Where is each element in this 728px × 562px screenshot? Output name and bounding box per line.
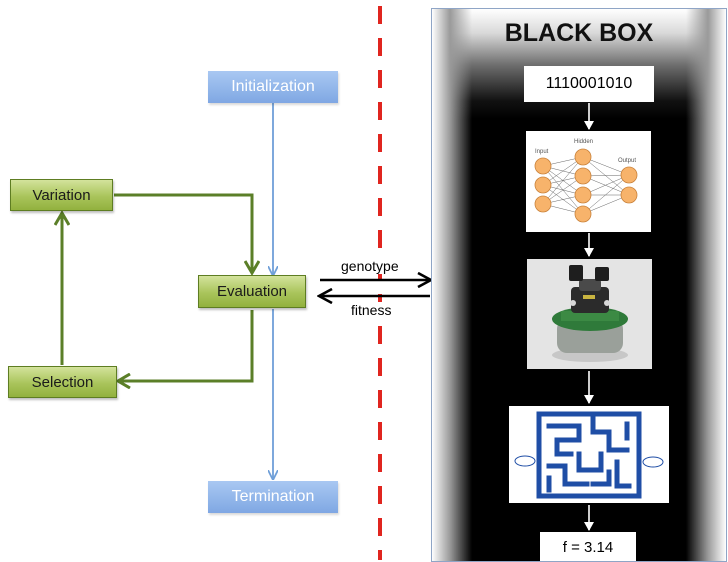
maze-drawing — [514, 411, 664, 499]
genotype-code-box: 1110001010 — [524, 66, 654, 102]
termination-box: Termination — [208, 481, 338, 513]
black-box-right-shading — [686, 9, 726, 561]
neural-network-drawing: Input Hidden Output — [534, 139, 638, 223]
nn-label-input: Input — [535, 149, 549, 155]
variation-label: Variation — [32, 186, 91, 204]
robot-photo — [527, 259, 652, 369]
evaluation-label: Evaluation — [216, 283, 288, 300]
robot-drawing — [527, 259, 652, 369]
black-box-title: BLACK BOX — [504, 19, 654, 47]
neural-network-image: Input Hidden Output — [526, 131, 651, 232]
eval-to-selection-arrow — [119, 310, 254, 381]
termination-label: Termination — [231, 488, 315, 505]
initialization-label: Initialization — [231, 78, 315, 95]
fitness-output-text: f = 3.14 — [562, 539, 614, 556]
fitness-label: fitness — [350, 302, 393, 318]
nn-label-output: Output — [618, 158, 636, 164]
evaluation-box: Evaluation — [198, 275, 306, 308]
variation-box: Variation — [10, 179, 113, 211]
selection-box: Selection — [8, 366, 117, 398]
nn-label-hidden: Hidden — [574, 139, 593, 145]
variation-to-eval-arrow — [114, 193, 252, 272]
genotype-code-text: 1110001010 — [545, 75, 633, 92]
initialization-box: Initialization — [208, 71, 338, 103]
selection-label: Selection — [31, 373, 94, 391]
fitness-output-box: f = 3.14 — [540, 532, 636, 561]
genotype-label: genotype — [340, 258, 400, 274]
maze-image — [509, 406, 669, 503]
black-box-flow-arrows — [584, 103, 594, 531]
black-box-left-shading — [432, 9, 472, 561]
black-box-panel: BLACK BOX 1110001010 — [431, 8, 727, 562]
